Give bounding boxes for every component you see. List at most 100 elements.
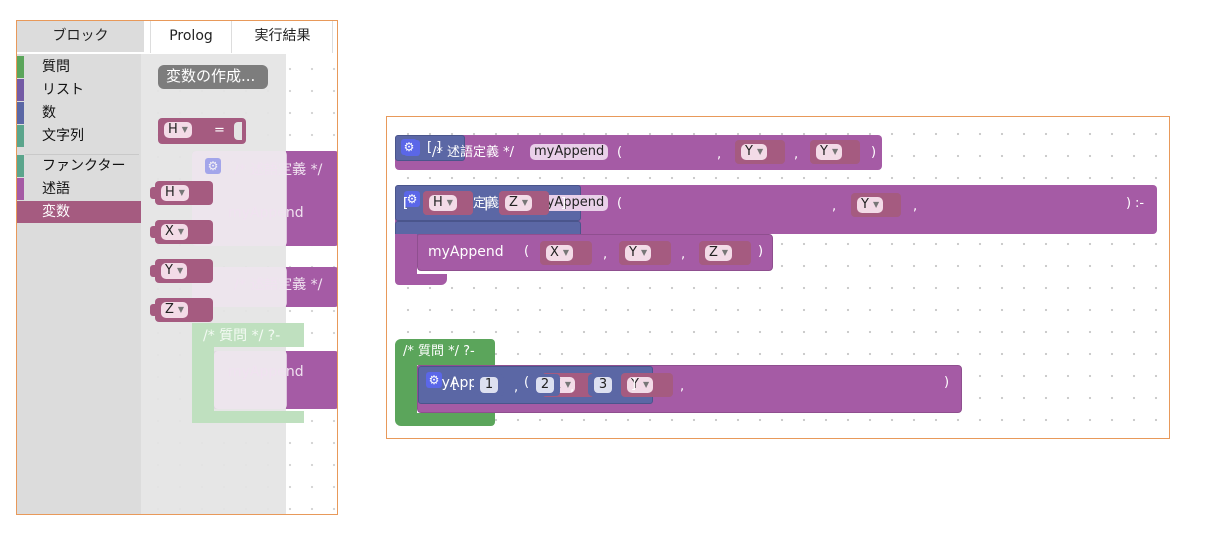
equals-label: = [214, 123, 225, 138]
variable-dropdown[interactable]: Z▼ [505, 195, 533, 211]
number-field[interactable]: 2 [536, 377, 554, 393]
rule-body-arm [395, 234, 417, 274]
left-bracket: [ [403, 196, 409, 211]
variable-dropdown[interactable]: Y▼ [857, 197, 884, 213]
predicate-rule-block[interactable]: ⚙ /* 述語定義 */ myAppend ( [ H▼ | X▼ ] , Y▼… [395, 185, 1157, 257]
variable-block-h[interactable]: H▼ [423, 191, 473, 215]
variable-block-y[interactable]: Y▼ [810, 140, 860, 164]
variable-block-z[interactable]: Z▼ [699, 241, 751, 265]
input-socket [234, 122, 242, 140]
category-color-swatch [17, 178, 24, 200]
tab-prolog[interactable]: Prolog [150, 21, 232, 53]
variable-block-y[interactable]: Y▼ [150, 259, 213, 283]
output-connector [150, 226, 156, 238]
chevron-down-icon: ▼ [177, 305, 185, 314]
number-field[interactable]: 1 [480, 377, 498, 393]
output-connector [150, 187, 156, 199]
variable-dropdown[interactable]: Z▼ [161, 302, 189, 318]
category-color-swatch [17, 79, 24, 101]
variable-dropdown[interactable]: H▼ [429, 195, 457, 211]
category-label: ファンクター [42, 158, 126, 174]
tab-blocks[interactable]: ブロック [17, 21, 144, 53]
predicate-call-block[interactable]: myAppend ( X▼ , Y▼ , ⚙ [ 1 , 2 , 3 ] ) [417, 365, 962, 413]
ghost-query-block-foot [192, 411, 304, 423]
category-predicate[interactable]: 述語 [17, 178, 141, 200]
gear-icon[interactable]: ⚙ [404, 191, 420, 207]
variable-dropdown[interactable]: X▼ [161, 224, 189, 240]
variable-block-y[interactable]: Y▼ [621, 373, 673, 397]
chevron-down-icon: ▼ [177, 227, 185, 236]
category-number[interactable]: 数 [17, 102, 141, 124]
variable-dropdown[interactable]: Y▼ [741, 144, 768, 160]
chevron-down-icon: ▼ [642, 380, 650, 389]
category-label: リスト [42, 82, 84, 98]
background-block-overlay [214, 351, 287, 409]
number-block[interactable]: 3 [588, 374, 618, 396]
variable-block-x[interactable]: X▼ [540, 241, 592, 265]
empty-list-block[interactable]: ⚙ [ ] [395, 135, 465, 161]
right-bracket: ] [561, 196, 567, 211]
category-variable[interactable]: 変数 [17, 201, 141, 223]
variable-dropdown[interactable]: Z▼ [705, 245, 733, 261]
variable-block-x[interactable]: X▼ [150, 220, 213, 244]
variable-block-y[interactable]: Y▼ [735, 140, 785, 164]
comma: , [717, 147, 722, 162]
query-block[interactable]: /* 質問 */ ?- [395, 339, 495, 365]
gear-icon: ⚙ [205, 158, 221, 174]
close-paren: ) [871, 145, 877, 160]
close-paren: ) [944, 375, 950, 390]
chevron-down-icon: ▼ [521, 198, 529, 207]
query-label: /* 質問 */ ?- [403, 344, 475, 359]
category-string[interactable]: 文字列 [17, 125, 141, 147]
gear-icon[interactable]: ⚙ [401, 139, 417, 155]
number-block[interactable]: 1 [474, 374, 504, 396]
variable-dropdown[interactable]: H▼ [161, 185, 189, 201]
category-query[interactable]: 質問 [17, 56, 141, 78]
comma: , [680, 379, 685, 394]
tab-result[interactable]: 実行結果 [233, 21, 333, 53]
variable-dropdown[interactable]: X▼ [546, 245, 574, 261]
output-connector [150, 265, 156, 277]
predicate-fact-block[interactable]: ⚙ /* 述語定義 */ myAppend ( ⚙ [ ] , Y▼ , Y▼ … [395, 135, 882, 170]
ghost-call-label: myAppend [228, 364, 304, 380]
variable-dropdown[interactable]: Y▼ [816, 144, 843, 160]
variable-block-y[interactable]: Y▼ [851, 193, 901, 217]
category-list: 質問 リスト 数 文字列 ファンクター 述語 変数 [17, 54, 141, 514]
variable-dropdown[interactable]: Y▼ [161, 263, 188, 279]
cons-bar: | [484, 196, 489, 211]
gear-icon[interactable]: ⚙ [426, 372, 442, 388]
variable-block-y[interactable]: Y▼ [619, 241, 671, 265]
predicate-call-block[interactable]: myAppend ( X▼ , Y▼ , Z▼ ) [417, 234, 773, 271]
predicate-name-field[interactable]: myAppend [530, 144, 609, 160]
variable-block-z[interactable]: Z▼ [499, 191, 549, 215]
variable-dropdown[interactable]: H▼ [164, 122, 192, 138]
comma: , [570, 380, 575, 395]
ghost-definition-label: /* 述語定義 */ [234, 162, 323, 178]
variable-block-z[interactable]: Z▼ [150, 298, 213, 322]
category-list-item[interactable]: リスト [17, 79, 141, 101]
predicate-name-field[interactable]: myAppend [530, 195, 609, 211]
query-block-arm [395, 365, 417, 413]
open-paren: ( [524, 375, 530, 390]
number-field[interactable]: 3 [594, 377, 612, 393]
comma: , [832, 199, 837, 214]
empty-list-label: [ ] [427, 140, 442, 155]
rule-block-foot [395, 274, 447, 285]
list-literal-block[interactable]: ⚙ [ 1 , 2 , 3 ] [418, 366, 653, 404]
number-block[interactable]: 2 [530, 374, 560, 396]
close-paren: ) [1126, 196, 1132, 211]
variable-block-h[interactable]: H▼ [150, 181, 213, 205]
category-label: 数 [42, 105, 56, 121]
comma: , [794, 147, 799, 162]
call-predicate-name: myAppend [428, 244, 504, 260]
comma: , [603, 247, 608, 262]
chevron-down-icon: ▼ [721, 248, 729, 257]
variable-equals-block[interactable]: H▼ = [158, 118, 246, 144]
category-functor[interactable]: ファンクター [17, 155, 141, 177]
blockly-workspace[interactable]: ⚙ /* 述語定義 */ myAppend ( ⚙ [ ] , Y▼ , Y▼ … [386, 116, 1170, 439]
create-variable-button[interactable]: 変数の作成... [158, 65, 268, 89]
variable-dropdown[interactable]: Y▼ [627, 377, 654, 393]
category-color-swatch [17, 56, 24, 78]
variable-dropdown[interactable]: Y▼ [625, 245, 652, 261]
query-block-foot [395, 413, 495, 426]
